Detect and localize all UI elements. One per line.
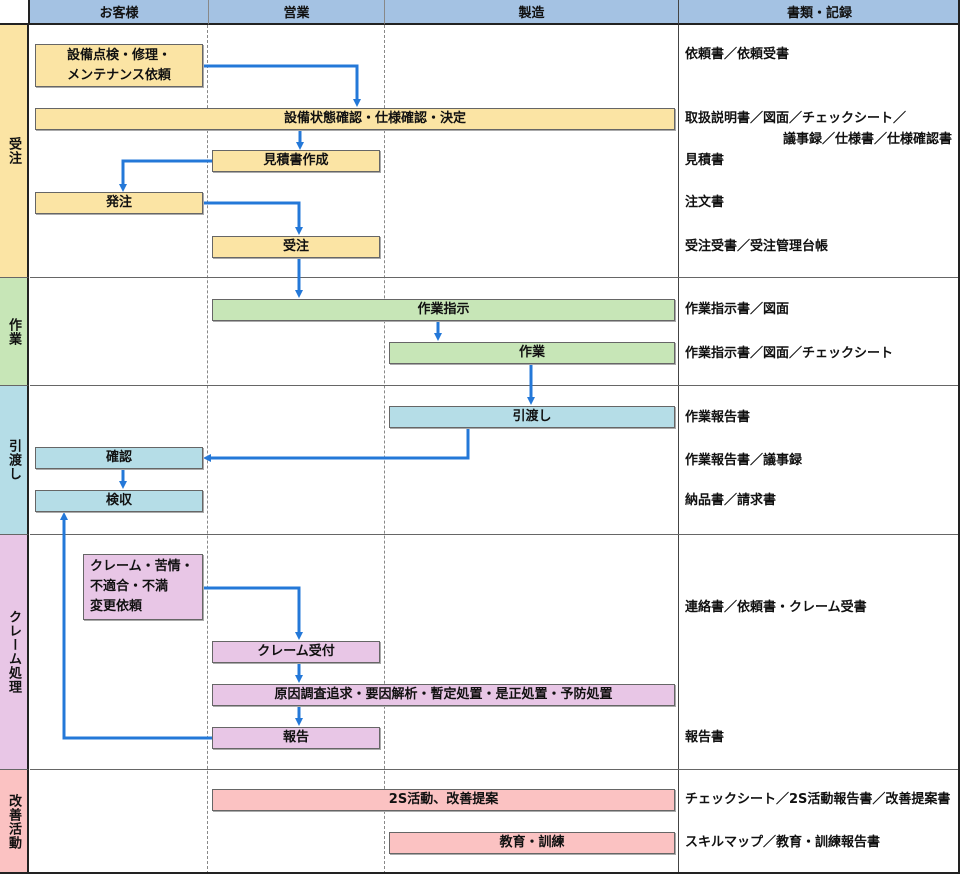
bottom-border: [0, 872, 960, 874]
step-work-instruction[interactable]: 作業指示: [212, 299, 675, 321]
phase-delivery: 引渡し: [0, 385, 29, 534]
phase-divider: [30, 769, 960, 770]
doc-claim: 連絡書／依頼書・クレーム受書: [685, 600, 867, 615]
doc-work-instruction: 作業指示書／図面: [685, 302, 790, 317]
step-request-line1: 設備点検・修理・: [66, 48, 171, 63]
arrow-order-to-receive: [202, 201, 303, 235]
arrow-estimate-to-order: [119, 159, 212, 192]
lane-divider-sales: [207, 25, 208, 874]
step-report[interactable]: 報告: [212, 727, 380, 749]
phase-divider: [30, 534, 960, 535]
doc-2s-activity: チェックシート／2S活動報告書／改善提案書: [685, 792, 951, 807]
lane-divider-manufacturing: [384, 25, 385, 874]
step-place-order[interactable]: 発注: [35, 192, 203, 214]
step-claim-reception[interactable]: クレーム受付: [212, 641, 380, 663]
header-sales: 営業: [208, 0, 384, 25]
lane-divider-documents: [678, 25, 679, 874]
header-manufacturing: 製造: [384, 0, 678, 25]
step-acceptance[interactable]: 検収: [35, 490, 203, 512]
phase-divider: [30, 277, 960, 278]
step-root-cause[interactable]: 原因調査追求・要因解析・暫定処置・是正処置・予防処置: [212, 684, 675, 706]
step-claim[interactable]: クレーム・苦情・ 不適合・不満 変更依頼: [83, 554, 203, 620]
phase-delivery-label: 引渡し: [6, 439, 21, 481]
step-handover[interactable]: 引渡し: [389, 406, 675, 428]
doc-report: 報告書: [685, 730, 725, 745]
phase-order: 受注: [0, 25, 29, 277]
arrow-report-to-acceptance: [60, 512, 212, 740]
doc-acceptance: 納品書／請求書: [685, 493, 777, 508]
step-estimate[interactable]: 見積書作成: [212, 150, 380, 172]
phase-order-label: 受注: [6, 137, 21, 165]
doc-place-order: 注文書: [685, 195, 725, 210]
arrow-claim-to-reception: [202, 586, 303, 640]
phase-work: 作業: [0, 277, 29, 385]
doc-check: 作業報告書／議事録: [685, 453, 803, 468]
step-2s-activity[interactable]: 2S活動、改善提案: [212, 789, 675, 811]
step-confirm-spec[interactable]: 設備状態確認・仕様確認・決定: [35, 108, 675, 130]
doc-request: 依頼書／依頼受書: [685, 47, 790, 62]
step-check[interactable]: 確認: [35, 447, 203, 469]
step-receive-order[interactable]: 受注: [212, 236, 380, 258]
header-documents: 書類・記録: [678, 0, 960, 25]
doc-handover: 作業報告書: [685, 410, 751, 425]
doc-estimate: 見積書: [685, 153, 725, 168]
step-claim-line3: 変更依頼: [90, 599, 143, 614]
step-claim-line2: 不適合・不満: [90, 579, 169, 594]
phase-improvement-label: 改善活動: [6, 794, 21, 850]
header-corner: [0, 0, 30, 25]
arrow-request-to-confirm: [202, 64, 361, 107]
phase-work-label: 作業: [6, 317, 21, 346]
header-customer: お客様: [30, 0, 208, 25]
doc-receive-order: 受注受書／受注管理台帳: [685, 239, 829, 254]
doc-confirm-spec-line1: 取扱説明書／図面／チェックシート／: [685, 111, 907, 126]
doc-work: 作業指示書／図面／チェックシート: [685, 346, 894, 361]
doc-confirm-spec-line2: 議事録／仕様書／仕様確認書: [782, 132, 952, 147]
right-border: [958, 0, 960, 874]
doc-training: スキルマップ／教育・訓練報告書: [685, 835, 881, 850]
phase-claim-label: クレーム処理: [6, 610, 21, 694]
step-claim-line1: クレーム・苦情・: [90, 559, 194, 574]
phase-improvement: 改善活動: [0, 769, 29, 874]
step-work[interactable]: 作業: [389, 342, 675, 364]
phase-claim: クレーム処理: [0, 534, 29, 769]
phase-divider: [30, 385, 960, 386]
step-request[interactable]: 設備点検・修理・メンテナンス依頼: [35, 44, 203, 87]
step-request-line2: メンテナンス依頼: [67, 67, 171, 83]
arrow-handover-to-check: [203, 427, 470, 462]
step-training[interactable]: 教育・訓練: [389, 832, 675, 854]
